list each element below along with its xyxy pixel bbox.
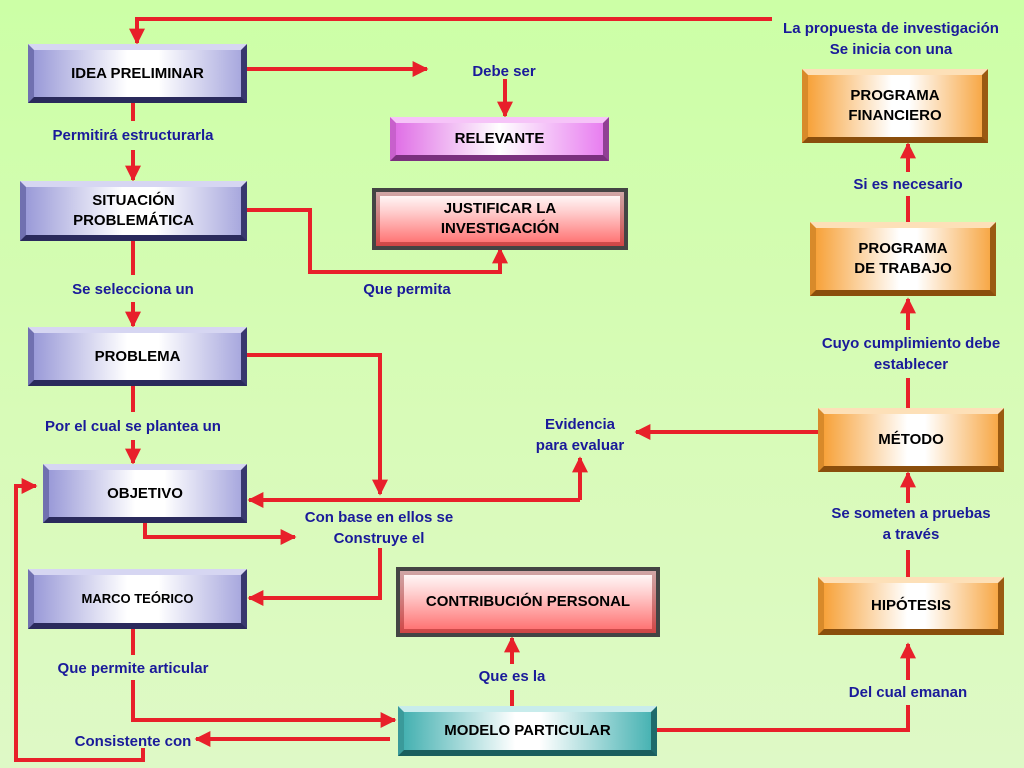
node-hipotesis: HIPÓTESIS [818, 577, 1004, 635]
label-evidencia: Evidencia para evaluar [535, 416, 625, 454]
label-se-selecciona: Se selecciona un [72, 281, 194, 298]
node-programa-trabajo: PROGRAMA DE TRABAJO [810, 222, 996, 296]
label-que-es-la: Que es la [478, 668, 546, 685]
label-cuyo-cumplimiento: Cuyo cumplimiento debe establecer [821, 335, 1001, 373]
node-idea-preliminar: IDEA PRELIMINAR [28, 44, 247, 103]
arrow-propuesta-to-idea [129, 17, 772, 45]
arrow-con-base-to-marco [247, 548, 382, 606]
label-que-permita: Que permita [363, 281, 451, 298]
node-justificar-investigacion: JUSTIFICAR LA INVESTIGACIÓN [372, 188, 628, 250]
label-del-cual: Del cual emanan [848, 684, 968, 701]
label-debe-ser: Debe ser [472, 63, 536, 80]
label-con-base: Con base en ellos se Construye el [304, 509, 454, 547]
node-situacion-problematica: SITUACIÓN PROBLEMÁTICA [20, 181, 247, 241]
arrow-problema-to-con-base [247, 353, 388, 496]
arrow-situacion-to-justificar [247, 208, 508, 274]
arrow-consistente-to-objetivo [14, 478, 145, 762]
label-propuesta: La propuesta de investigación Se inicia … [783, 20, 999, 58]
label-si-es-necesario: Si es necesario [853, 176, 963, 193]
label-por-el-cual: Por el cual se plantea un [45, 418, 221, 435]
arrow-articular-to-modelo [131, 680, 397, 728]
node-objetivo: OBJETIVO [43, 464, 247, 523]
label-que-permite-articular: Que permite articular [57, 660, 209, 677]
node-programa-financiero: PROGRAMA FINANCIERO [802, 69, 988, 143]
label-consistente: Consistente con [74, 733, 192, 750]
node-problema: PROBLEMA [28, 327, 247, 386]
node-marco-teorico: MARCO TEÓRICO [28, 569, 247, 629]
label-se-someten: Se someten a pruebas a través [831, 505, 991, 543]
node-modelo-particular: MODELO PARTICULAR [398, 706, 657, 756]
arrow-modelo-to-del-cual [657, 705, 910, 732]
node-metodo: MÉTODO [818, 408, 1004, 472]
label-permitira: Permitirá estructurarla [52, 127, 214, 144]
node-contribucion-personal: CONTRIBUCIÓN PERSONAL [396, 567, 660, 637]
node-relevante: RELEVANTE [390, 117, 609, 161]
arrow-objetivo-to-con-base [143, 516, 297, 545]
